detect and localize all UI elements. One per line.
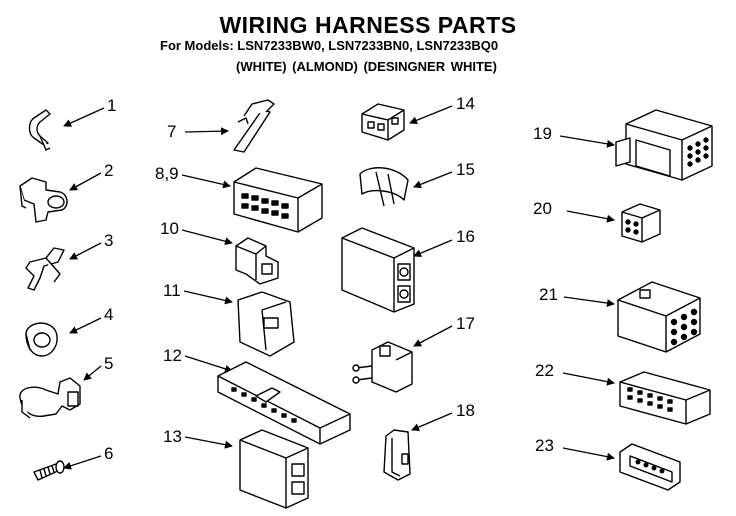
part-23-connector	[619, 443, 681, 491]
part-11-plug	[237, 291, 295, 357]
leader-13	[184, 436, 233, 449]
part-13-box	[239, 429, 309, 509]
leader-23	[562, 447, 615, 461]
leader-16	[413, 239, 453, 257]
callout-6: 6	[104, 444, 114, 463]
leader-6	[63, 455, 102, 470]
callout-16: 16	[456, 227, 475, 246]
part-10-connector	[235, 237, 279, 285]
leader-14	[409, 105, 453, 125]
leader-4	[69, 317, 102, 334]
callout-15: 15	[456, 160, 475, 179]
part-3-wire-clip	[25, 247, 65, 291]
part-21-cube	[617, 281, 701, 353]
part-18-bracket	[383, 429, 411, 481]
part-5-strap-clamp	[19, 377, 81, 419]
part-1-clip	[28, 109, 51, 151]
callout-18: 18	[456, 401, 475, 420]
model-list: For Models: LSN7233BW0, LSN7233BN0, LSN7…	[160, 38, 499, 53]
callout-22: 22	[535, 361, 554, 380]
callout-1: 1	[107, 96, 117, 115]
leader-21	[563, 296, 615, 307]
callout-4: 4	[104, 305, 114, 324]
leader-8-9	[181, 174, 231, 189]
leader-15	[413, 171, 453, 189]
callout-7: 7	[167, 122, 177, 141]
callout-10: 10	[160, 219, 179, 238]
part-19-block	[615, 109, 713, 181]
part-8-9-housing	[233, 167, 323, 233]
part-15-cover	[359, 167, 409, 207]
part-16-housing	[341, 227, 415, 313]
callout-2: 2	[104, 161, 114, 180]
part-4-ring	[25, 322, 58, 357]
callout-5: 5	[104, 354, 114, 373]
part-2-clamp	[19, 177, 68, 223]
callout-23: 23	[535, 436, 554, 455]
part-drawings	[19, 99, 713, 509]
callout-11: 11	[163, 281, 181, 300]
leader-17	[413, 325, 453, 347]
leader-12	[184, 355, 233, 373]
leader-11	[183, 290, 233, 305]
callout-20: 20	[533, 199, 552, 218]
leader-20	[566, 210, 615, 223]
leader-lines	[63, 105, 615, 470]
part-22-flat-block	[619, 371, 711, 425]
leader-22	[562, 372, 615, 386]
part-12-block	[217, 361, 351, 445]
callout-8-9: 8,9	[155, 164, 179, 183]
callout-14: 14	[456, 94, 475, 113]
part-14-terminal	[361, 103, 405, 141]
leader-19	[559, 135, 615, 148]
callout-19: 19	[533, 124, 552, 143]
leader-1	[63, 107, 105, 127]
part-7-latch	[233, 99, 275, 153]
callout-21: 21	[539, 285, 558, 304]
leader-2	[69, 172, 102, 191]
leader-7	[184, 127, 229, 136]
part-6-screw	[33, 460, 65, 481]
leader-10	[181, 229, 233, 246]
leader-18	[411, 412, 453, 431]
leader-5	[83, 365, 102, 381]
callout-13: 13	[163, 427, 182, 446]
part-20-cube	[621, 203, 661, 243]
color-variants: (WHITE) (ALMOND) (DESINGNER WHITE)	[236, 59, 497, 74]
callout-3: 3	[104, 231, 114, 250]
leader-3	[69, 242, 102, 260]
part-17-pin-block	[352, 341, 413, 393]
callout-17: 17	[456, 314, 475, 333]
page-title: WIRING HARNESS PARTS	[219, 12, 517, 38]
callout-12: 12	[163, 346, 182, 365]
